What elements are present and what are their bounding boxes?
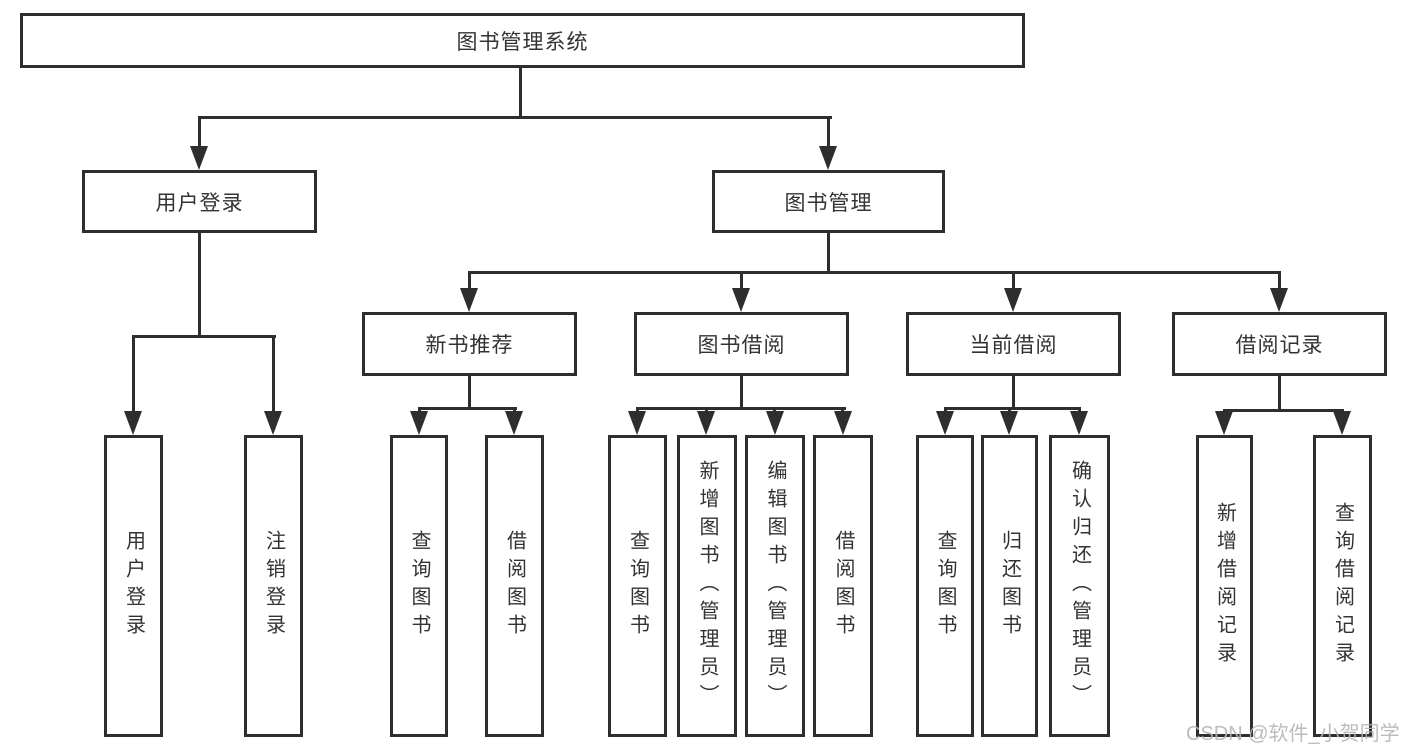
arrow-down-icon <box>505 411 523 435</box>
leaf-confirm-return-admin-label: 确认归还（管理员） <box>1068 460 1091 712</box>
arrow-down-icon <box>1070 411 1088 435</box>
arrow-down-icon <box>1270 288 1288 312</box>
leaf-query-borrow-record-label: 查询借阅记录 <box>1331 502 1354 670</box>
connector-line <box>1278 376 1281 411</box>
node-new-book-recommend: 新书推荐 <box>362 312 577 376</box>
connector-line <box>740 376 743 409</box>
leaf-logout-label: 注销登录 <box>262 530 285 642</box>
arrow-down-icon <box>732 288 750 312</box>
connector-line <box>468 376 471 409</box>
connector-line <box>1278 271 1281 290</box>
csdn-watermark: CSDN @软件_小贺同学 <box>1186 723 1400 745</box>
arrow-down-icon <box>819 146 837 170</box>
connector-line <box>198 116 832 119</box>
node-current-borrow: 当前借阅 <box>906 312 1121 376</box>
arrow-down-icon <box>834 411 852 435</box>
leaf-borrow-books-2-label: 借阅图书 <box>832 530 854 642</box>
leaf-query-books-1: 查询图书 <box>390 435 448 737</box>
leaf-add-book-admin-label: 新增图书（管理员） <box>696 460 718 712</box>
leaf-query-books-1-label: 查询图书 <box>408 530 430 642</box>
arrow-down-icon <box>1333 411 1351 435</box>
connector-line <box>468 271 1281 274</box>
connector-line <box>198 116 201 148</box>
connector-line <box>827 233 830 273</box>
leaf-borrow-books-1-label: 借阅图书 <box>503 530 526 642</box>
arrow-down-icon <box>1000 411 1018 435</box>
node-user-login: 用户登录 <box>82 170 317 233</box>
connector-line <box>1012 376 1015 409</box>
connector-line <box>468 271 471 290</box>
node-new-book-recommend-label: 新书推荐 <box>425 334 514 357</box>
connector-line <box>1012 271 1015 290</box>
node-root-label: 图书管理系统 <box>456 30 589 54</box>
leaf-add-borrow-record-label: 新增借阅记录 <box>1213 502 1236 670</box>
arrow-down-icon <box>190 146 208 170</box>
connector-line <box>132 335 276 338</box>
connector-line <box>740 271 743 290</box>
node-book-borrow: 图书借阅 <box>634 312 849 376</box>
arrow-down-icon <box>264 411 282 435</box>
arrow-down-icon <box>1004 288 1022 312</box>
node-book-management: 图书管理 <box>712 170 945 233</box>
leaf-query-books-3-label: 查询图书 <box>934 530 956 642</box>
leaf-edit-book-admin-label: 编辑图书（管理员） <box>764 460 786 712</box>
arrow-down-icon <box>124 411 142 435</box>
arrow-down-icon <box>766 411 784 435</box>
arrow-down-icon <box>628 411 646 435</box>
node-current-borrow-label: 当前借阅 <box>969 334 1058 357</box>
node-root: 图书管理系统 <box>20 13 1025 68</box>
connector-line <box>827 116 830 148</box>
node-user-login-label: 用户登录 <box>155 191 244 215</box>
leaf-confirm-return-admin: 确认归还（管理员） <box>1049 435 1110 737</box>
arrow-down-icon <box>697 411 715 435</box>
leaf-add-book-admin: 新增图书（管理员） <box>677 435 737 737</box>
connector-line <box>636 407 846 410</box>
leaf-query-books-2: 查询图书 <box>608 435 667 737</box>
node-borrow-records: 借阅记录 <box>1172 312 1387 376</box>
leaf-user-login: 用户登录 <box>104 435 163 737</box>
connector-line <box>272 335 275 413</box>
node-borrow-records-label: 借阅记录 <box>1235 334 1324 357</box>
connector-line <box>944 407 1081 410</box>
arrow-down-icon <box>410 411 428 435</box>
node-book-borrow-label: 图书借阅 <box>697 334 786 357</box>
leaf-query-borrow-record: 查询借阅记录 <box>1313 435 1372 737</box>
connector-line <box>198 233 201 336</box>
leaf-user-login-label: 用户登录 <box>122 530 145 642</box>
node-book-management-label: 图书管理 <box>784 191 873 215</box>
connector-line <box>519 68 522 118</box>
connector-line <box>132 335 135 413</box>
arrow-down-icon <box>1215 411 1233 435</box>
leaf-return-book-label: 归还图书 <box>998 530 1021 642</box>
leaf-query-books-3: 查询图书 <box>916 435 974 737</box>
leaf-logout: 注销登录 <box>244 435 303 737</box>
arrow-down-icon <box>460 288 478 312</box>
leaf-edit-book-admin: 编辑图书（管理员） <box>745 435 805 737</box>
leaf-borrow-books-1: 借阅图书 <box>485 435 544 737</box>
connector-line <box>1223 409 1344 412</box>
leaf-add-borrow-record: 新增借阅记录 <box>1196 435 1253 737</box>
leaf-return-book: 归还图书 <box>981 435 1038 737</box>
connector-line <box>418 407 517 410</box>
arrow-down-icon <box>936 411 954 435</box>
leaf-query-books-2-label: 查询图书 <box>626 530 649 642</box>
leaf-borrow-books-2: 借阅图书 <box>813 435 873 737</box>
